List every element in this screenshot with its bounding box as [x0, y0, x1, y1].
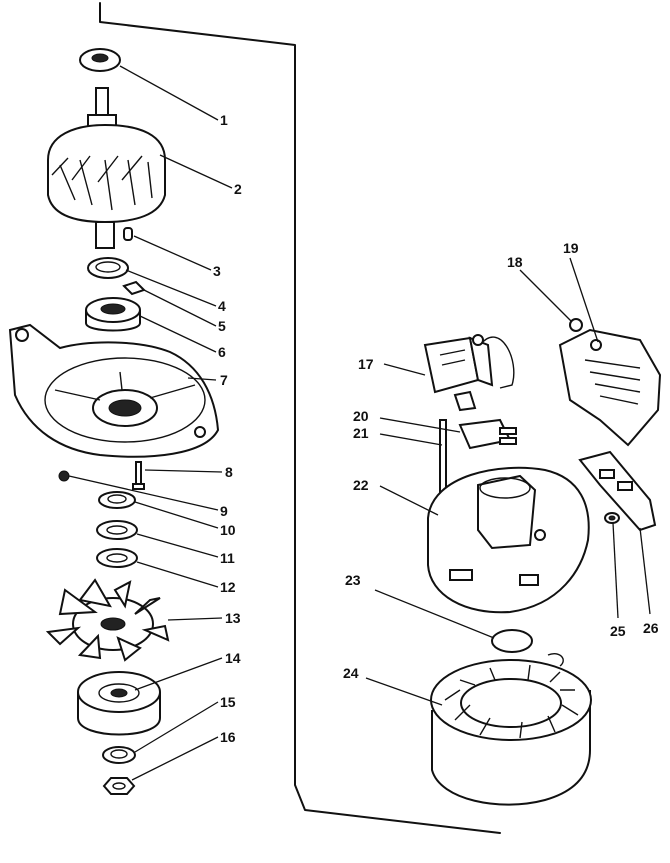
- leader-17: [383, 363, 426, 376]
- callout-7: 7: [220, 372, 228, 388]
- callout-14: 14: [225, 650, 241, 666]
- part-18-19-cover: [558, 318, 662, 447]
- leader-26: [639, 527, 651, 615]
- leader-22: [379, 485, 439, 516]
- part-13-fan: [45, 578, 170, 662]
- callout-8: 8: [225, 464, 233, 480]
- part-14-pulley: [77, 671, 161, 736]
- assembly-bracket-line: [99, 2, 501, 834]
- callout-19: 19: [563, 240, 579, 256]
- part-8-bolt: [132, 461, 145, 490]
- leader-6: [139, 315, 217, 353]
- part-12-washer: [96, 548, 138, 568]
- callout-25: 25: [610, 623, 626, 639]
- callout-24: 24: [343, 665, 359, 681]
- part-17-regulator: [423, 334, 515, 412]
- part-6-bearing: [85, 297, 141, 332]
- leader-5: [143, 289, 217, 327]
- callout-6: 6: [218, 344, 226, 360]
- callout-22: 22: [353, 477, 369, 493]
- part-9-ball: [58, 470, 70, 482]
- leader-25: [612, 522, 619, 619]
- part-10-collar: [98, 491, 136, 509]
- callout-4: 4: [218, 298, 226, 314]
- leader-9: [68, 475, 219, 511]
- callout-3: 3: [213, 263, 221, 279]
- leader-14: [134, 657, 223, 691]
- callout-5: 5: [218, 318, 226, 334]
- leader-lines: [68, 65, 651, 781]
- part-4-seal: [87, 257, 129, 279]
- callout-23: 23: [345, 572, 361, 588]
- part-3-key: [123, 227, 133, 241]
- callout-10: 10: [220, 522, 236, 538]
- leader-4: [125, 269, 217, 307]
- callout-17: 17: [358, 356, 374, 372]
- callout-9: 9: [220, 503, 228, 519]
- callout-21: 21: [353, 425, 369, 441]
- callout-16: 16: [220, 729, 236, 745]
- callout-labels: 1 2 3 4 5 6 7 8 9 10 11 12 13 14 15 16 1…: [213, 112, 659, 745]
- leader-1: [119, 65, 219, 121]
- part-25-washer: [604, 512, 620, 524]
- callout-12: 12: [220, 579, 236, 595]
- part-26-rectifier: [578, 450, 657, 532]
- leader-18: [519, 269, 573, 323]
- callout-20: 20: [353, 408, 369, 424]
- leader-13: [167, 617, 223, 621]
- callout-2: 2: [234, 181, 242, 197]
- callout-18: 18: [507, 254, 523, 270]
- callout-11: 11: [220, 550, 235, 566]
- part-5-plate: [122, 280, 146, 296]
- leader-24: [365, 677, 443, 706]
- leader-15: [134, 701, 219, 753]
- leader-11: [136, 533, 219, 558]
- part-16-nut: [102, 777, 136, 795]
- leader-7: [187, 377, 217, 381]
- leader-3: [133, 235, 212, 271]
- leader-8: [144, 469, 223, 473]
- part-7-housing: [8, 323, 220, 458]
- leader-23: [374, 589, 495, 639]
- part-2-rotor: [47, 87, 166, 249]
- part-22-slip-ring-housing: [427, 466, 590, 614]
- part-1-washer: [79, 48, 121, 72]
- leader-20: [379, 417, 461, 433]
- callout-26: 26: [643, 620, 659, 636]
- leader-2: [159, 154, 233, 189]
- leader-10: [134, 501, 219, 529]
- callout-15: 15: [220, 694, 236, 710]
- leader-19: [569, 257, 599, 343]
- leader-16: [131, 736, 219, 781]
- callout-13: 13: [225, 610, 241, 626]
- callout-1: 1: [220, 112, 228, 128]
- part-24-stator: [430, 653, 592, 806]
- part-23-o-ring: [491, 629, 533, 653]
- part-11-washer: [96, 520, 138, 540]
- leader-12: [136, 561, 219, 588]
- leader-21: [379, 433, 443, 446]
- part-15-washer: [102, 746, 136, 764]
